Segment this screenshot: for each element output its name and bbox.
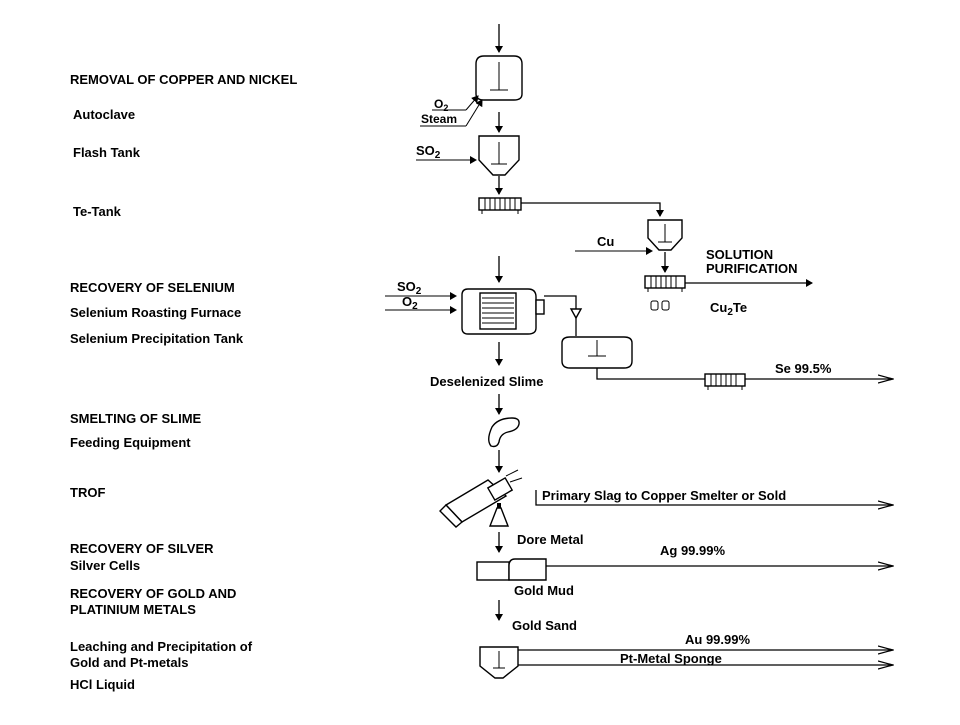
offgas-funnel [569, 308, 583, 320]
dore-metal-label: Dore Metal [517, 532, 583, 547]
leaching-tank [479, 646, 519, 679]
step-te-tank: Te-Tank [73, 204, 122, 219]
se-filter [704, 373, 746, 390]
se-product-label: Se 99.5% [775, 361, 832, 376]
solution-label-1: SOLUTION [706, 247, 773, 262]
step-hcl: HCl Liquid [70, 677, 135, 692]
se-precipitation-tank [561, 336, 633, 369]
step-smelting: SMELTING OF SLIME [70, 411, 202, 426]
ag-product-label: Ag 99.99% [660, 543, 725, 558]
gold-mud-label: Gold Mud [514, 583, 574, 598]
step-removal-cu-ni: REMOVAL OF COPPER AND NICKEL [70, 72, 297, 87]
cu2te-label: Cu2Te [710, 300, 747, 318]
te-tank-filter [478, 197, 522, 214]
roasting-offgas-line [544, 295, 577, 309]
silver-cells [476, 558, 547, 581]
steam-input-label: Steam [421, 112, 457, 126]
step-feeding: Feeding Equipment [70, 435, 191, 450]
primary-slag-line [535, 490, 893, 505]
so2-input-label: SO2 [416, 143, 441, 161]
o2-arrow [465, 95, 479, 111]
primary-slag-label: Primary Slag to Copper Smelter or Sold [542, 488, 786, 503]
step-recovery-au-1: RECOVERY OF GOLD AND [70, 586, 236, 601]
step-recovery-ag: RECOVERY OF SILVER [70, 541, 214, 556]
step-silver-cells: Silver Cells [70, 558, 140, 573]
step-flash-tank: Flash Tank [73, 145, 141, 160]
cu-input-label: Cu [597, 234, 614, 249]
se-product-line [596, 368, 893, 379]
steam-arrow [465, 99, 483, 127]
step-leaching-2: Gold and Pt-metals [70, 655, 188, 670]
step-se-precipitation: Selenium Precipitation Tank [70, 331, 244, 346]
cu2te-product-icon [650, 300, 670, 311]
autoclave-vessel [475, 55, 523, 101]
cu-tank-vessel [647, 219, 683, 251]
au-product-label: Au 99.99% [685, 632, 750, 647]
so2-roast-label: SO2 [397, 279, 422, 297]
trof-furnace [439, 469, 523, 528]
cu2te-filter [644, 275, 686, 292]
step-recovery-se: RECOVERY OF SELENIUM [70, 280, 235, 295]
flash-tank-vessel [478, 135, 520, 176]
gold-sand-label: Gold Sand [512, 618, 577, 633]
te-to-cu-tank-line [521, 202, 664, 217]
pt-product-label: Pt-Metal Sponge [620, 651, 722, 666]
step-se-roasting: Selenium Roasting Furnace [70, 305, 241, 320]
o2-roast-label: O2 [402, 294, 418, 312]
step-autoclave: Autoclave [73, 107, 135, 122]
step-leaching-1: Leaching and Precipitation of [70, 639, 253, 654]
roasting-furnace [461, 288, 545, 335]
deselenized-slime-label: Deselenized Slime [430, 374, 543, 389]
o2-input-label: O2 [434, 97, 448, 113]
step-trof: TROF [70, 485, 105, 500]
step-recovery-au-2: PLATINIUM METALS [70, 602, 196, 617]
feeding-equipment-icon [488, 417, 520, 448]
solution-label-2: PURIFICATION [706, 261, 797, 276]
